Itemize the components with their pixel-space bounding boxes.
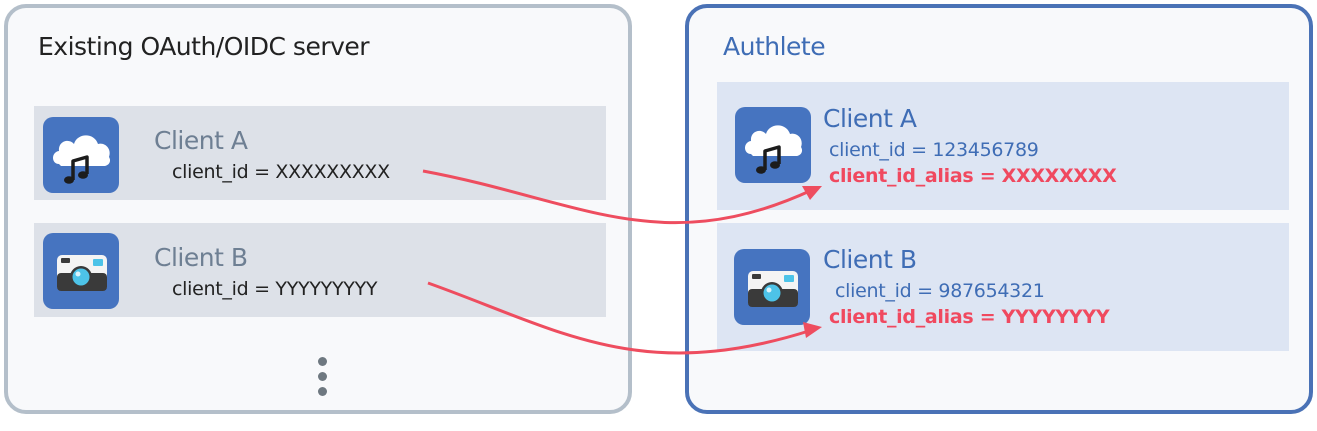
- camera-icon: [43, 233, 119, 309]
- authlete-client-a-alias: client_id_alias = XXXXXXXX: [829, 165, 1117, 187]
- existing-client-a-name: Client A: [154, 126, 248, 155]
- ellipsis-dot: [318, 387, 327, 396]
- existing-client-b-name: Client B: [154, 243, 248, 272]
- existing-client-a-row: Client A client_id = XXXXXXXXX: [34, 106, 606, 200]
- authlete-client-b-id: client_id = 987654321: [835, 280, 1045, 302]
- authlete-client-a-row: Client A client_id = 123456789 client_id…: [717, 82, 1289, 210]
- ellipsis-dot: [318, 372, 327, 381]
- authlete-client-b-row: Client B client_id = 987654321 client_id…: [717, 223, 1289, 351]
- cloud-music-icon: [735, 107, 811, 183]
- authlete-panel: Authlete Client A client_id = 123456789 …: [685, 4, 1313, 414]
- existing-server-title: Existing OAuth/OIDC server: [38, 32, 370, 61]
- ellipsis-dot: [318, 357, 327, 366]
- authlete-client-a-id: client_id = 123456789: [829, 139, 1039, 161]
- existing-client-b-row: Client B client_id = YYYYYYYYY: [34, 223, 606, 317]
- authlete-title: Authlete: [723, 32, 826, 61]
- authlete-client-b-alias: client_id_alias = YYYYYYYY: [829, 306, 1110, 328]
- existing-server-panel: Existing OAuth/OIDC server Client A clie…: [4, 4, 632, 414]
- authlete-client-a-name: Client A: [823, 104, 917, 133]
- existing-client-b-id: client_id = YYYYYYYYY: [172, 278, 378, 300]
- cloud-music-icon: [43, 117, 119, 193]
- camera-icon: [734, 249, 810, 325]
- authlete-client-b-name: Client B: [823, 245, 917, 274]
- existing-client-a-id: client_id = XXXXXXXXX: [172, 161, 390, 183]
